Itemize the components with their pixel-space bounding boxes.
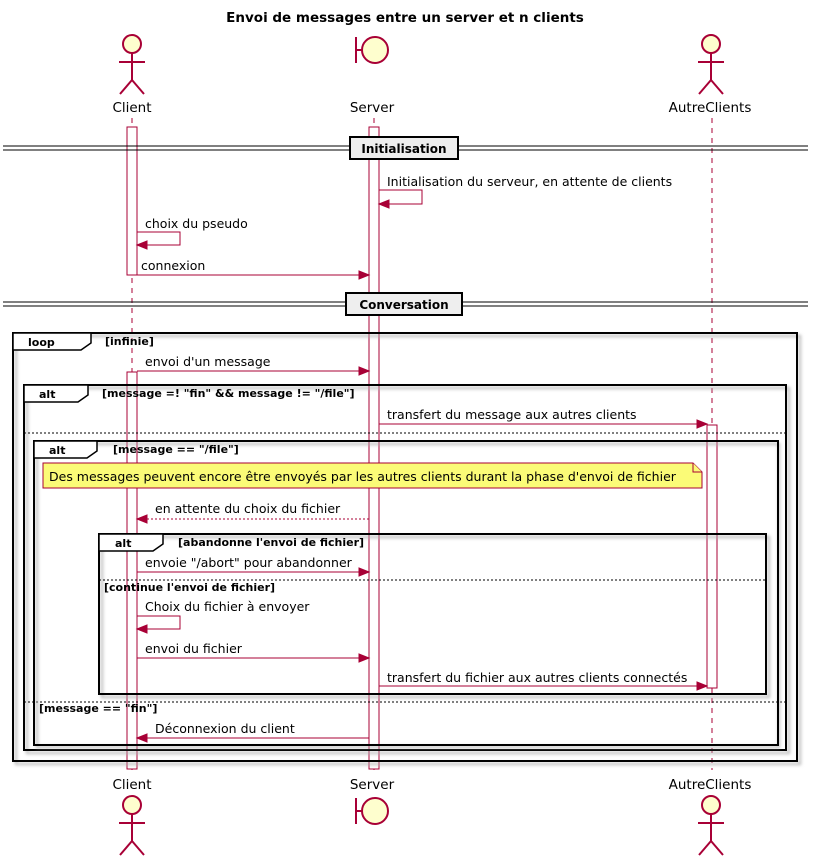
message-label: transfert du fichier aux autres clients … [387, 670, 687, 685]
fragment-alt-middle: alt [message == "/file"] [33, 440, 780, 748]
message-envoi: envoi d'un message [137, 354, 371, 376]
fragment-guard: [message == "/file"] [113, 443, 239, 456]
fragment-loop: loop [infinie] [12, 332, 801, 765]
autreclients-activation [706, 424, 718, 689]
message-label: Déconnexion du client [155, 721, 295, 736]
fragment-keyword: alt [49, 444, 65, 457]
message-transfert-fichier: transfert du fichier aux autres clients … [379, 670, 709, 691]
client-activation [126, 371, 138, 770]
message-label: transfert du message aux autres clients [387, 407, 637, 422]
message-choix-fichier: Choix du fichier à envoyer [135, 599, 310, 634]
divider-initialisation-label: Initialisation [361, 142, 446, 156]
message-transfert-message: transfert du message aux autres clients [379, 407, 709, 429]
participant-client-label-bottom: Client [112, 777, 151, 793]
message-label: en attente du choix du fichier [155, 501, 341, 516]
fragment-else-guard: [continue l'envoi de fichier] [104, 581, 275, 594]
message-abort: envoie "/abort" pour abandonner [137, 555, 371, 577]
client-actor-icon [119, 34, 145, 95]
autreclients-actor-icon [698, 34, 724, 95]
message-choix-pseudo: choix du pseudo [135, 216, 248, 250]
divider-initialisation: Initialisation [3, 136, 808, 160]
message-envoi-fichier: envoi du fichier [137, 641, 371, 663]
message-deconnexion: Déconnexion du client [135, 721, 369, 743]
note: Des messages peuvent encore être envoyés… [42, 462, 703, 489]
message-label: envoie "/abort" pour abandonner [145, 555, 353, 570]
message-server-init: Initialisation du serveur, en attente de… [377, 174, 672, 209]
fragment-alt-inner: alt [abandonne l'envoi de fichier] [cont… [98, 533, 770, 698]
message-label: envoi du fichier [145, 641, 243, 656]
fragment-alt-outer: alt [message =! "fin" && message != "/fi… [23, 384, 790, 754]
message-label: Choix du fichier à envoyer [145, 599, 310, 614]
message-label: envoi d'un message [145, 354, 271, 369]
fragment-guard: [message =! "fin" && message != "/file"] [102, 387, 355, 400]
participant-client-label: Client [112, 100, 151, 116]
participant-autreclients-label: AutreClients [669, 100, 752, 116]
diagram-title: Envoi de messages entre un server et n c… [226, 10, 584, 26]
participant-autreclients-label-bottom: AutreClients [669, 777, 752, 793]
server-activation [368, 126, 380, 770]
note-text: Des messages peuvent encore être envoyés… [49, 469, 677, 484]
participant-server-label: Server [350, 100, 395, 116]
message-label: choix du pseudo [145, 216, 248, 231]
fragment-keyword: alt [115, 537, 131, 550]
client-activation [126, 126, 138, 276]
fragment-else-guard: [message == "fin"] [39, 702, 157, 715]
server-boundary-icon [355, 36, 389, 64]
fragment-guard: [infinie] [105, 335, 154, 348]
server-boundary-icon [355, 797, 389, 825]
divider-conversation: Conversation [3, 292, 808, 316]
message-label: connexion [141, 258, 205, 273]
message-label: Initialisation du serveur, en attente de… [387, 174, 672, 189]
autreclients-actor-icon [698, 795, 724, 856]
fragment-keyword: loop [28, 336, 55, 349]
fragment-guard: [abandonne l'envoi de fichier] [178, 536, 364, 549]
message-attente-fichier: en attente du choix du fichier [135, 501, 369, 524]
client-actor-icon [119, 795, 145, 856]
participant-server-label-bottom: Server [350, 777, 395, 793]
message-connexion: connexion [137, 258, 371, 280]
fragment-keyword: alt [39, 388, 55, 401]
divider-conversation-label: Conversation [359, 298, 448, 312]
